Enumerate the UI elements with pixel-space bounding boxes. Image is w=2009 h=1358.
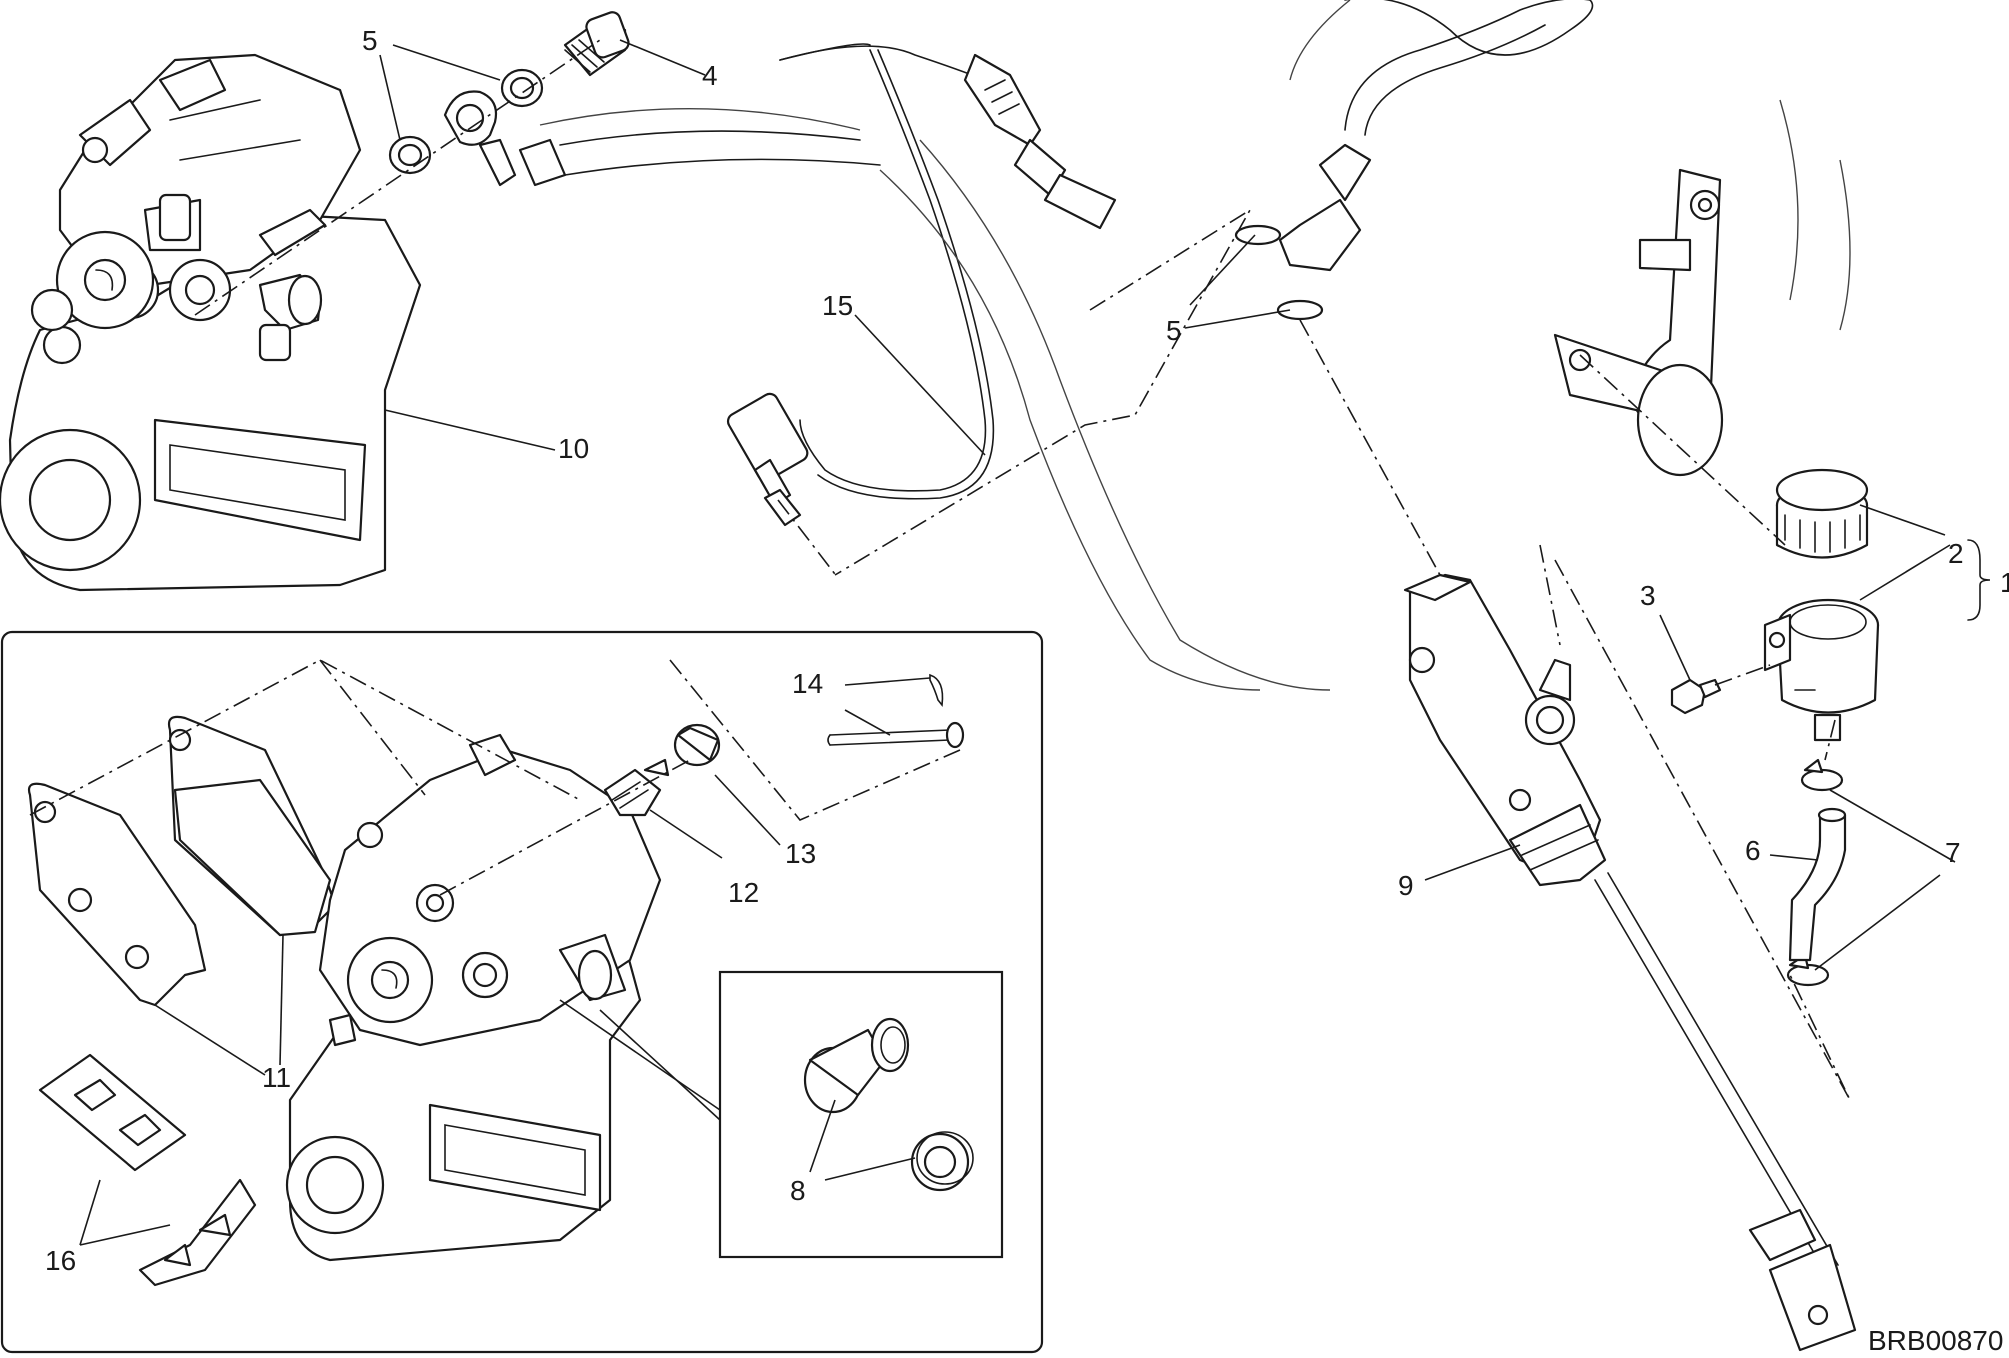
callout-5-top-left: 5 xyxy=(362,25,378,56)
piston-seal-drawing xyxy=(803,1017,974,1192)
pad-springs-drawing xyxy=(38,1053,257,1287)
leader-lines xyxy=(79,39,1991,1246)
callout-12: 12 xyxy=(728,877,759,908)
bleed-screw-drawing xyxy=(603,758,670,817)
brake-pads-drawing xyxy=(27,715,337,1007)
sensor-cable-drawing xyxy=(726,43,1117,527)
callout-9: 9 xyxy=(1398,870,1414,901)
callout-3: 3 xyxy=(1640,580,1656,611)
reservoir-drawing xyxy=(1763,468,1880,742)
upper-brake-hose-drawing xyxy=(443,90,881,187)
callout-4: 4 xyxy=(702,60,718,91)
bleed-cap-drawing xyxy=(673,723,721,767)
callout-5-top-right: 5 xyxy=(1166,315,1182,346)
callout-15: 15 xyxy=(822,290,853,321)
callout-labels: 1 2 3 4 5 5 6 7 8 9 10 11 12 13 14 15 16… xyxy=(45,25,2009,1356)
drawing-code: BRB00870 xyxy=(1868,1325,2003,1356)
reservoir-hose-drawing xyxy=(1788,807,1847,962)
callout-1: 1 xyxy=(2000,567,2009,598)
detail-inset-frame xyxy=(0,630,1044,1354)
swingarm-outline-drawing xyxy=(879,0,1351,691)
rear-brake-hose-drawing xyxy=(1234,0,1594,321)
callout-6: 6 xyxy=(1745,835,1761,866)
caliper-detail-drawing xyxy=(285,733,662,1262)
master-cylinder-drawing xyxy=(1403,573,1857,1352)
callout-16: 16 xyxy=(45,1245,76,1276)
caliper-bracket-drawing xyxy=(0,53,422,592)
callout-13: 13 xyxy=(785,838,816,869)
callout-14: 14 xyxy=(792,668,823,699)
reservoir-screw-drawing xyxy=(1670,678,1722,715)
callout-2: 2 xyxy=(1948,538,1964,569)
pad-pin-drawing xyxy=(827,673,965,749)
seal-detail-frame xyxy=(718,970,1004,1259)
callout-10: 10 xyxy=(558,433,589,464)
callout-8: 8 xyxy=(790,1175,806,1206)
sealing-washers-drawing xyxy=(388,68,544,175)
assembly-axis-lines xyxy=(29,39,1851,1101)
banjo-bolt-drawing xyxy=(563,11,630,77)
callout-11: 11 xyxy=(262,1062,291,1093)
footpeg-bracket-drawing xyxy=(1553,99,1851,477)
callout-7: 7 xyxy=(1945,837,1961,868)
